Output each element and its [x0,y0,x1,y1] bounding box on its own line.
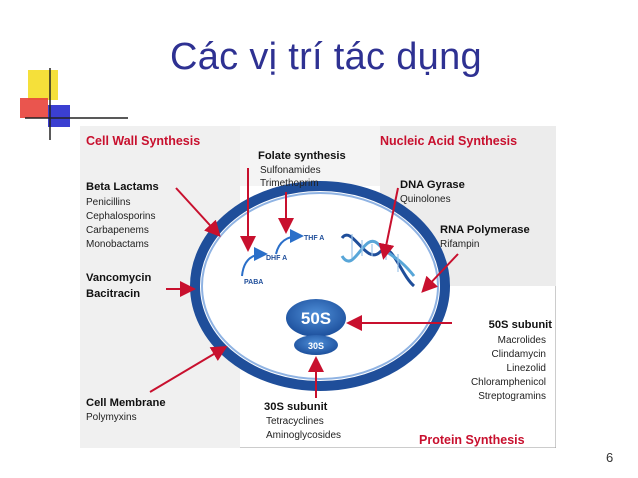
molecule-dhfa: DHF A [266,255,287,262]
subunit-50s-drug-4: Chloramphenicol [471,377,546,388]
header-nucleic-acid: Nucleic Acid Synthesis [380,134,517,148]
subunit-50s-drug-1: Macrolides [498,335,546,346]
subunit-50s-drug-2: Clindamycin [492,349,546,360]
folate-title: Folate synthesis [258,150,346,162]
bacitracin-label: Bacitracin [86,288,140,300]
dna-gyrase-title: DNA Gyrase [400,179,465,191]
subunit-30s-title: 30S subunit [264,401,328,413]
ribosome-30s [294,335,338,355]
vancomycin-label: Vancomycin [86,272,151,284]
subunit-30s-drug-2: Aminoglycosides [266,430,341,441]
subunit-30s-drug-1: Tetracyclines [266,416,324,427]
header-cell-wall: Cell Wall Synthesis [86,134,200,148]
beta-lactams-drug-1: Penicillins [86,197,130,208]
subunit-50s-drug-3: Linezolid [507,363,546,374]
rna-polymerase-title: RNA Polymerase [440,224,530,236]
beta-lactams-drug-3: Carbapenems [86,225,149,236]
cell-membrane-title: Cell Membrane [86,397,166,409]
beta-lactams-drug-2: Cephalosporins [86,211,156,222]
molecule-thfa: THF A [304,235,324,242]
slide-title: Các vị trí tác dụng [170,36,482,78]
beta-lactams-title: Beta Lactams [86,181,159,193]
ribosome-50s [286,299,346,337]
corner-decoration [20,68,128,140]
ribosome-30s-label: 30S [308,341,324,351]
folate-drug-1: Sulfonamides [260,165,321,176]
folate-drug-2: Trimethoprim [260,178,319,189]
subunit-50s-title: 50S subunit [489,319,553,331]
cell-membrane-drug-1: Polymyxins [86,412,137,423]
ribosome-50s-label: 50S [301,309,331,328]
subunit-50s-drug-5: Streptogramins [478,391,546,402]
rna-polymerase-drug-1: Rifampin [440,239,479,250]
molecule-paba: PABA [244,279,263,286]
antibiotic-sites-diagram: Cell Wall Synthesis Nucleic Acid Synthes… [80,126,556,448]
slide-number: 6 [606,450,614,465]
dna-gyrase-drug-1: Quinolones [400,194,451,205]
beta-lactams-drug-4: Monobactams [86,239,149,250]
header-protein: Protein Synthesis [419,433,525,447]
bacterial-cell [190,181,450,391]
